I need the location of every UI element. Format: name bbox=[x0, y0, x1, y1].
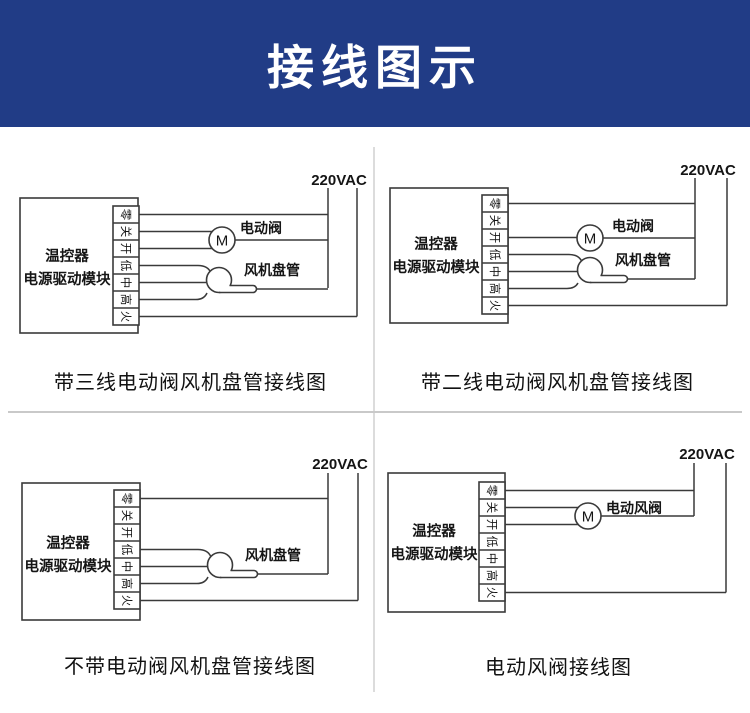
horizontal-divider bbox=[8, 411, 742, 413]
terminal-mid: 中 bbox=[119, 277, 132, 289]
terminal-high: 高 bbox=[488, 283, 502, 295]
page-header: 接线图示 bbox=[0, 0, 750, 127]
wire-high-to-fan bbox=[508, 282, 579, 290]
fan-outlet bbox=[590, 274, 629, 284]
terminal-strip: 零 关 开 低 中 高 火 bbox=[113, 489, 141, 610]
terminal-low: 低 bbox=[485, 536, 498, 548]
voltage-label: 220VAC bbox=[311, 172, 367, 189]
motorized-damper: M 电动风阀 bbox=[574, 500, 662, 530]
terminal-cell-dividers bbox=[482, 211, 508, 298]
valve-label: 电动阀 bbox=[240, 220, 282, 237]
fan-coil-label: 风机盘管 bbox=[245, 547, 301, 564]
terminal-open: 开 bbox=[485, 519, 497, 531]
fan-coil-symbol: 风机盘管 bbox=[206, 547, 301, 579]
terminal-mid: 中 bbox=[120, 561, 133, 573]
motor-circle bbox=[574, 502, 602, 530]
terminal-strip: 零 关 开 低 中 高 火 bbox=[112, 205, 140, 326]
fan-coil-symbol: 风机盘管 bbox=[576, 252, 671, 284]
terminal-open: 开 bbox=[119, 243, 131, 255]
terminal-live: 火 bbox=[120, 595, 133, 607]
terminal-low: 低 bbox=[488, 249, 501, 261]
fan-coil-label: 风机盘管 bbox=[615, 252, 671, 269]
module-label-line1: 温控器 bbox=[414, 235, 458, 253]
motorized-valve: M 电动阀 bbox=[208, 220, 282, 254]
terminal-strip-outline bbox=[113, 489, 141, 610]
terminal-live: 火 bbox=[488, 300, 501, 312]
motor-circle bbox=[208, 226, 236, 254]
caption-motorized-damper: 电动风阀接线图 bbox=[485, 657, 632, 679]
terminal-live: 火 bbox=[119, 311, 132, 323]
terminal-neutral: 零 bbox=[119, 209, 132, 221]
wire-low-to-fan bbox=[508, 253, 583, 263]
motor-circle bbox=[576, 224, 604, 252]
terminal-neutral: 零 bbox=[488, 198, 501, 210]
terminal-high: 高 bbox=[485, 570, 499, 582]
motor-letter: M bbox=[584, 231, 597, 248]
caption-three-wire-valve: 带三线电动阀风机盘管接线图 bbox=[54, 372, 327, 394]
valve-label: 电动阀 bbox=[612, 218, 654, 235]
fan-outlet bbox=[219, 284, 258, 294]
terminal-low: 低 bbox=[119, 260, 132, 272]
page-title: 接线图示 bbox=[267, 41, 483, 94]
terminal-high: 高 bbox=[120, 578, 134, 590]
terminal-close: 关 bbox=[488, 215, 502, 227]
module-label-line2: 电源驱动模块 bbox=[25, 557, 112, 575]
terminal-strip-outline bbox=[478, 481, 506, 602]
terminal-strip-outline bbox=[112, 205, 140, 326]
damper-label: 电动风阀 bbox=[606, 500, 662, 517]
terminal-close: 关 bbox=[120, 510, 134, 522]
fan-outlet bbox=[220, 569, 259, 579]
terminal-cell-dividers bbox=[113, 222, 139, 309]
wire-low-to-fan bbox=[140, 548, 212, 558]
terminal-neutral: 零 bbox=[485, 485, 498, 497]
diagram-motorized-air-damper: 220VAC 温控器 电源驱动模块 零 关 开 低 中 高 火 M 电动风阀 bbox=[387, 446, 735, 613]
terminal-cell-dividers bbox=[114, 506, 140, 593]
vertical-divider bbox=[373, 147, 375, 692]
terminal-mid: 中 bbox=[485, 553, 498, 565]
terminal-cell-dividers bbox=[479, 498, 505, 585]
diagram-two-wire-valve-fan-coil: 220VAC 温控器 电源驱动模块 零 关 开 低 中 高 火 bbox=[389, 162, 736, 324]
terminal-strip-outline bbox=[481, 194, 509, 315]
terminal-low: 低 bbox=[120, 544, 133, 556]
terminal-open: 开 bbox=[488, 232, 500, 244]
caption-no-valve: 不带电动阀风机盘管接线图 bbox=[64, 656, 316, 678]
module-label-line1: 温控器 bbox=[45, 247, 89, 265]
module-label-line2: 电源驱动模块 bbox=[393, 258, 480, 276]
caption-two-wire-valve: 带二线电动阀风机盘管接线图 bbox=[421, 372, 694, 394]
terminal-live: 火 bbox=[485, 587, 498, 599]
wire-high-to-fan bbox=[140, 576, 209, 585]
terminal-high: 高 bbox=[119, 294, 133, 306]
wires bbox=[505, 489, 726, 594]
power-supply-lines bbox=[327, 473, 359, 601]
wires bbox=[139, 213, 357, 318]
diagram-three-wire-valve-fan-coil: 220VAC 温控器 电源驱动模块 零 关 开 低 中 高 火 bbox=[19, 172, 367, 334]
diagram-no-valve-fan-coil: 220VAC 温控器 电源驱动模块 零 关 开 低 中 高 火 风机盘管 bbox=[21, 456, 368, 621]
voltage-label: 220VAC bbox=[312, 456, 368, 473]
motor-letter: M bbox=[216, 233, 229, 250]
module-label-line2: 电源驱动模块 bbox=[24, 270, 111, 288]
terminal-strip: 零 关 开 低 中 高 火 bbox=[478, 481, 506, 602]
module-label-line1: 温控器 bbox=[46, 534, 90, 552]
wire-low-to-fan bbox=[139, 264, 212, 274]
module-label-line2: 电源驱动模块 bbox=[391, 545, 478, 563]
wire-high-to-fan bbox=[139, 292, 208, 301]
terminal-close: 关 bbox=[119, 226, 133, 238]
voltage-label: 220VAC bbox=[679, 446, 735, 463]
terminal-close: 关 bbox=[485, 502, 499, 514]
fan-coil-symbol: 风机盘管 bbox=[205, 262, 300, 294]
power-supply-lines bbox=[694, 178, 728, 306]
terminal-mid: 中 bbox=[488, 266, 501, 278]
motorized-valve: M 电动阀 bbox=[576, 218, 654, 252]
module-label-line1: 温控器 bbox=[412, 522, 456, 540]
terminal-neutral: 零 bbox=[120, 493, 133, 505]
terminal-open: 开 bbox=[120, 527, 132, 539]
power-supply-lines bbox=[693, 463, 727, 593]
motor-letter: M bbox=[582, 509, 595, 526]
wires bbox=[140, 497, 358, 602]
fan-coil-label: 风机盘管 bbox=[244, 262, 300, 279]
terminal-strip: 零 关 开 低 中 高 火 bbox=[481, 194, 509, 315]
voltage-label: 220VAC bbox=[680, 162, 736, 179]
power-supply-lines bbox=[327, 188, 358, 317]
